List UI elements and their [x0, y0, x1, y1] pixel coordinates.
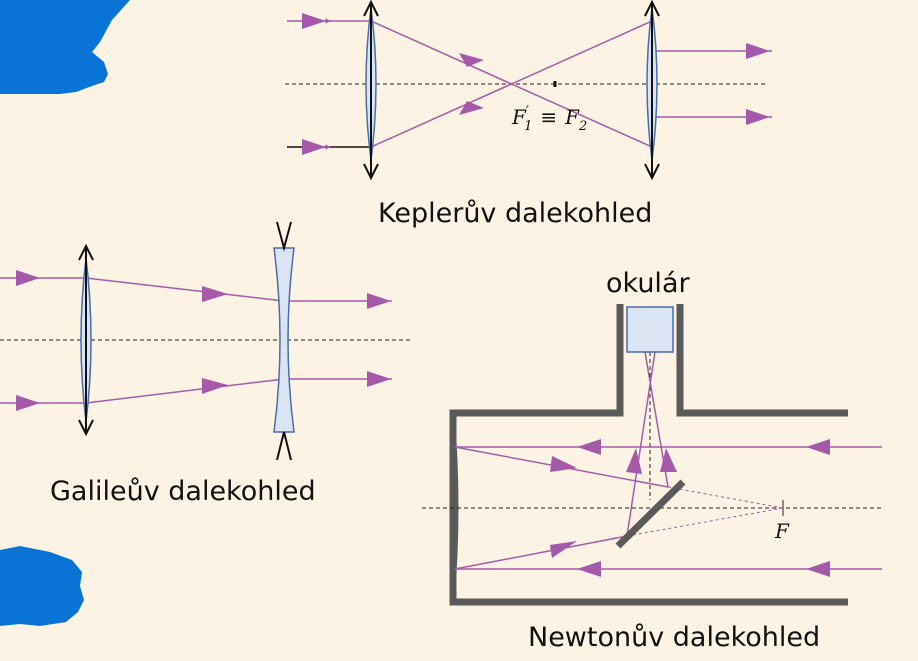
galileo-telescope: Galileův dalekohled	[0, 221, 410, 507]
ray	[454, 535, 628, 570]
ray	[626, 351, 656, 537]
fist-hand-icon	[0, 546, 84, 626]
ray	[85, 378, 285, 404]
eyepiece-box	[626, 306, 674, 353]
secondary-mirror	[615, 479, 686, 549]
objective-lens	[78, 243, 94, 437]
kepler-focus-label: F′1≡F2	[511, 104, 587, 134]
kepler-title: Keplerův dalekohled	[378, 198, 652, 229]
telescope-tube	[676, 304, 848, 417]
galileo-title: Galileův dalekohled	[50, 476, 316, 507]
newton-telescope: okulár F Newtonův dalekohled	[422, 268, 882, 653]
objective-lens	[363, 0, 379, 181]
newton-title: Newtonův dalekohled	[528, 622, 820, 653]
ray	[85, 277, 285, 302]
eyepiece-label: okulár	[606, 268, 690, 299]
ray	[370, 20, 653, 148]
diverging-lens	[273, 221, 295, 461]
kepler-telescope: F′1≡F2 Keplerův dalekohled	[285, 0, 772, 229]
focus-label: F	[774, 519, 790, 543]
eyepiece-lens	[644, 0, 660, 181]
pointing-hand-icon	[0, 0, 130, 94]
